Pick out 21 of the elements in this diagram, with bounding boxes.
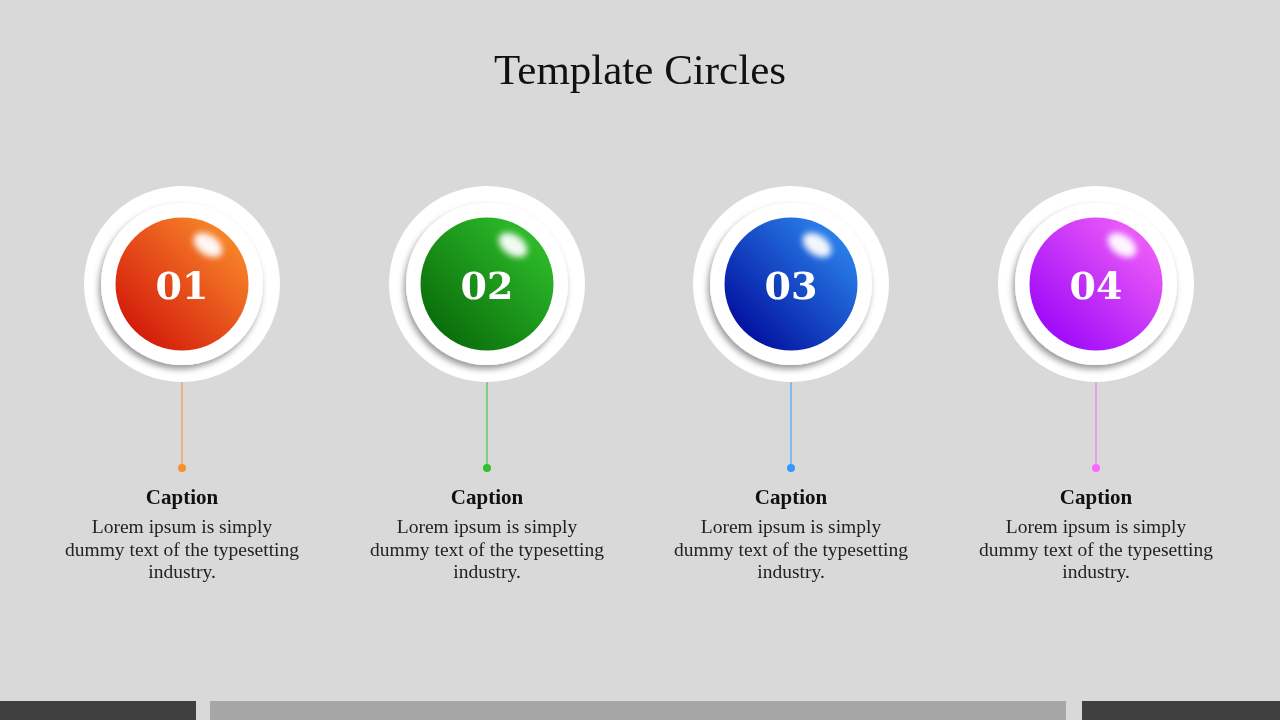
number-circle	[998, 186, 1194, 382]
step-number: 04	[1069, 266, 1123, 307]
step-number: 02	[460, 266, 514, 307]
leader-line	[483, 381, 491, 473]
caption-heading: Caption	[450, 484, 524, 510]
caption-text: Lorem ipsum is simply dummy text of the typesetting industry.	[978, 516, 1214, 584]
number-circle	[84, 186, 280, 382]
caption-heading: Caption	[145, 484, 219, 510]
step-number: 01	[155, 266, 209, 307]
leader-line	[1092, 381, 1100, 473]
leader-line	[178, 381, 186, 473]
step-number: 03	[764, 266, 818, 307]
leader-line	[787, 381, 795, 473]
caption-text: Lorem ipsum is simply dummy text of the typesetting industry.	[673, 516, 909, 584]
number-circle	[389, 186, 585, 382]
caption-text: Lorem ipsum is simply dummy text of the typesetting industry.	[64, 516, 300, 584]
caption-heading: Caption	[1059, 484, 1133, 510]
caption-heading: Caption	[754, 484, 828, 510]
number-circle	[693, 186, 889, 382]
slide-title: Template Circles	[494, 45, 786, 95]
caption-text: Lorem ipsum is simply dummy text of the typesetting industry.	[369, 516, 605, 584]
